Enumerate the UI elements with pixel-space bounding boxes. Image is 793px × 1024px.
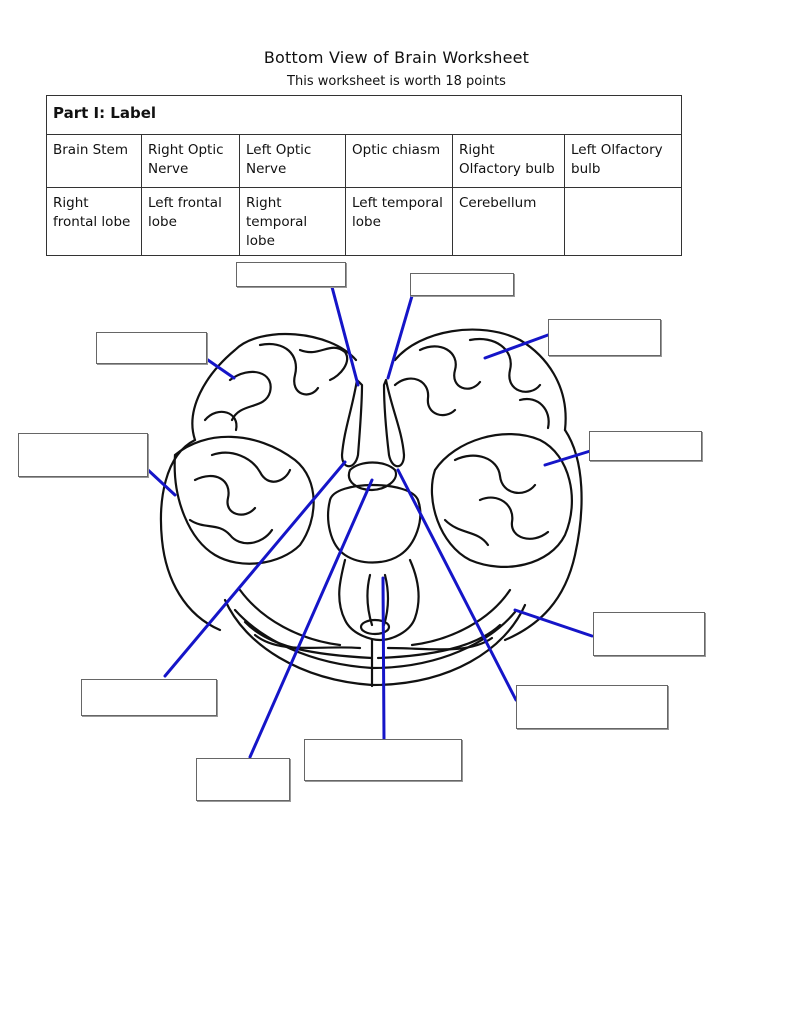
word-bank-cell: Left temporal lobe — [345, 187, 453, 256]
word-bank-cell: Left Olfactory bulb — [563, 134, 683, 188]
left-olfactory-tract — [382, 378, 406, 468]
leader-line-1 — [330, 285, 360, 387]
answer-box-7[interactable] — [593, 612, 705, 656]
right-olfactory-tract — [340, 378, 364, 468]
word-bank-cell: Right temporal lobe — [239, 187, 346, 256]
leader-line-2 — [386, 294, 414, 380]
word-bank-row-1: Brain Stem Right Optic Nerve Left Optic … — [46, 134, 683, 188]
leader-line-3 — [483, 333, 550, 360]
leader-line-4 — [203, 356, 236, 380]
optic-chiasm — [347, 461, 398, 492]
worksheet-title: Bottom View of Brain Worksheet — [263, 48, 530, 67]
leader-line-8 — [248, 478, 374, 759]
word-bank-cell: Right frontal lobe — [46, 187, 142, 256]
left-temporal-lobe-outline — [173, 435, 315, 565]
word-bank-row-2: Right frontal lobe Left frontal lobe Rig… — [46, 187, 683, 256]
answer-box-11[interactable] — [196, 758, 290, 801]
answer-box-9[interactable] — [516, 685, 668, 729]
answer-box-10[interactable] — [304, 739, 462, 781]
word-bank-cell: Right Olfactory bulb — [452, 134, 565, 188]
frontal-lobe-outline — [191, 328, 567, 442]
leader-line-10 — [396, 468, 518, 702]
part-heading: Part I: Label — [45, 95, 683, 135]
word-bank-cell — [563, 187, 683, 256]
answer-box-4[interactable] — [96, 332, 207, 364]
worksheet-subtitle: This worksheet is worth 18 points — [287, 74, 506, 89]
brain-outline-right — [503, 428, 583, 642]
brain-outline-left — [159, 438, 222, 632]
leader-line-6 — [146, 468, 177, 497]
answer-box-8[interactable] — [81, 679, 217, 716]
answer-box-6[interactable] — [18, 433, 148, 477]
word-bank-cell: Right Optic Nerve — [141, 134, 240, 188]
right-temporal-lobe-outline — [430, 433, 573, 568]
brain-stem — [338, 558, 420, 642]
answer-box-5[interactable] — [589, 431, 702, 461]
answer-box-3[interactable] — [548, 319, 661, 356]
leader-line-7 — [163, 460, 347, 678]
word-bank-cell: Cerebellum — [452, 187, 565, 256]
word-bank-cell: Optic chiasm — [345, 134, 453, 188]
leader-line-11 — [513, 608, 594, 638]
word-bank-table: Part I: Label Brain Stem Right Optic Ner… — [45, 95, 683, 256]
word-bank-cell: Left Optic Nerve — [239, 134, 346, 188]
word-bank-cell: Brain Stem — [46, 134, 142, 188]
answer-box-2[interactable] — [410, 273, 514, 296]
leader-line-9 — [381, 576, 386, 742]
brain-bottom-view-diagram — [146, 285, 602, 759]
midbrain — [327, 484, 422, 564]
word-bank-cell: Left frontal lobe — [141, 187, 240, 256]
answer-box-1[interactable] — [236, 262, 346, 287]
